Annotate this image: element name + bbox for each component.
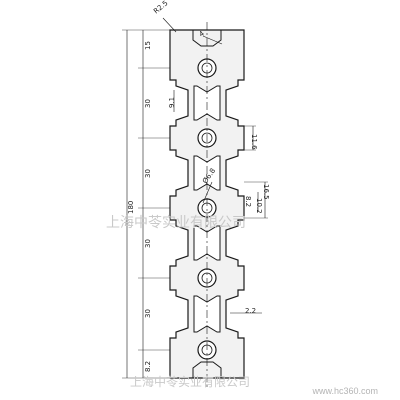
dim-slot-depth-upper: 9.1 — [168, 97, 176, 108]
radius-leader — [162, 17, 177, 33]
dim-bottom-pitch: 8.2 — [144, 361, 152, 372]
dim-wall-thickness: 2.2 — [245, 307, 256, 315]
dim-pitch-3: 30 — [144, 239, 152, 248]
dim-slot-open: 11.6 — [250, 134, 258, 150]
dim-corner-radius: R2.5 — [152, 0, 169, 16]
chamfer-leader — [202, 35, 223, 45]
watermark-bottom-text: 上海中苓实业有限公司 — [130, 374, 250, 389]
dim-pitch-4: 30 — [144, 309, 152, 318]
center-hole-inner — [201, 132, 213, 144]
hole-leader — [202, 181, 213, 204]
dim-top-pitch: 15 — [144, 41, 152, 50]
dim-slot-neck: 8.2 — [244, 196, 252, 207]
dim-slot-inner: 10.2 — [255, 198, 263, 214]
watermark-text: 上海中苓实业有限公司 — [106, 214, 246, 231]
dim-pitch-2: 30 — [144, 169, 152, 178]
dim-top-chamfer: 4 — [198, 29, 207, 38]
dim-slot-outer: 16.5 — [262, 184, 270, 200]
site-url: www.hc360.com — [312, 386, 378, 396]
dimension-lines — [122, 17, 268, 379]
dim-total-length: 180 — [127, 201, 135, 214]
dim-pitch-1: 30 — [144, 99, 152, 108]
